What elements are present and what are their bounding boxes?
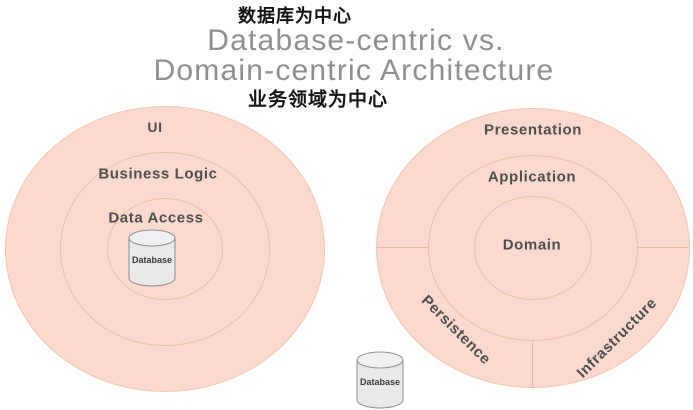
layer-label-presentation: Presentation (483, 121, 583, 139)
main-title-line1: Database-centric vs. (207, 24, 505, 57)
database-cylinder-label: Database (132, 255, 172, 265)
segment-divider-left (377, 247, 428, 248)
left-middle-ring-business-logic (60, 152, 270, 346)
chinese-caption-domain-centric: 业务领域为中心 (247, 89, 389, 111)
right-inner-ring-domain (474, 196, 592, 300)
database-cylinder-icon: Database (128, 229, 176, 287)
segment-divider-right (637, 247, 689, 248)
layer-label-business-logic: Business Logic (98, 165, 218, 183)
chinese-caption-database-centric: 数据库为中心 (238, 6, 352, 26)
database-cylinder-icon-external: Database (356, 351, 404, 409)
segment-divider-bottom (532, 341, 533, 388)
database-cylinder-label-external: Database (360, 377, 400, 387)
layer-label-application: Application (487, 168, 577, 186)
layer-label-data-access: Data Access (108, 209, 204, 227)
layer-label-domain: Domain (502, 236, 562, 254)
main-title-line2: Domain-centric Architecture (153, 54, 555, 87)
layer-label-ui: UI (147, 119, 163, 135)
